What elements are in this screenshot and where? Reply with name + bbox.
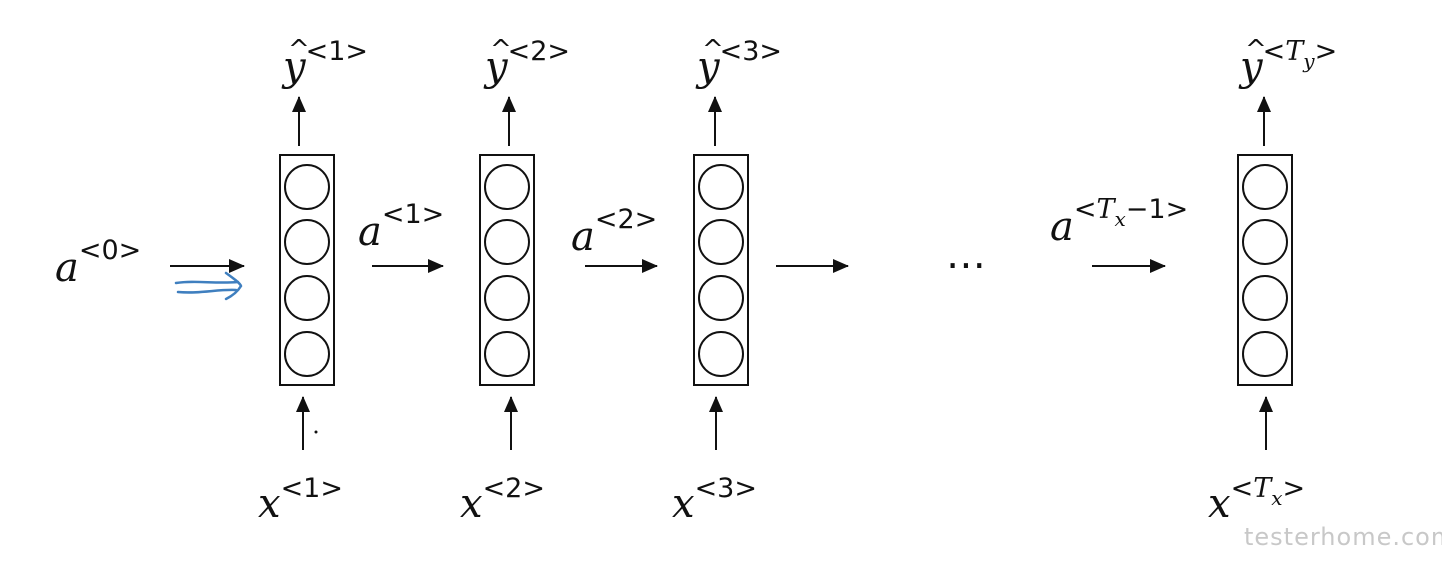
label-yhat2: y<2> xyxy=(483,36,570,90)
label-x1: x<1> xyxy=(258,473,343,527)
handwritten-double-arrow xyxy=(174,271,243,301)
label-a2: a<2> xyxy=(571,204,657,260)
label-a0: a<0> xyxy=(55,235,141,291)
rnn-cell-3 xyxy=(693,154,749,386)
yhatty-hat: ^ xyxy=(1245,35,1267,65)
label-yhat3: y<3> xyxy=(695,36,782,90)
label-yhat1: y<1> xyxy=(281,36,368,90)
label-a1: a<1> xyxy=(358,199,444,255)
watermark: testerhome.com xyxy=(1244,523,1442,551)
label-x-tx: x<Tx> xyxy=(1208,473,1305,527)
ellipsis: ⋯ xyxy=(946,242,986,288)
label-x2: x<2> xyxy=(460,473,545,527)
rnn-cell-2 xyxy=(479,154,535,386)
yhat2-hat: ^ xyxy=(490,35,512,65)
yhat3-hat: ^ xyxy=(702,35,724,65)
label-yhat-ty: y<Ty> xyxy=(1238,36,1337,90)
label-x3: x<3> xyxy=(672,473,757,527)
label-aTx-minus-1: a<Tx−1> xyxy=(1050,194,1188,250)
stray-dot xyxy=(314,430,318,434)
yhat1-hat: ^ xyxy=(288,35,310,65)
rnn-cell-tx xyxy=(1237,154,1293,386)
rnn-cell-1 xyxy=(279,154,335,386)
